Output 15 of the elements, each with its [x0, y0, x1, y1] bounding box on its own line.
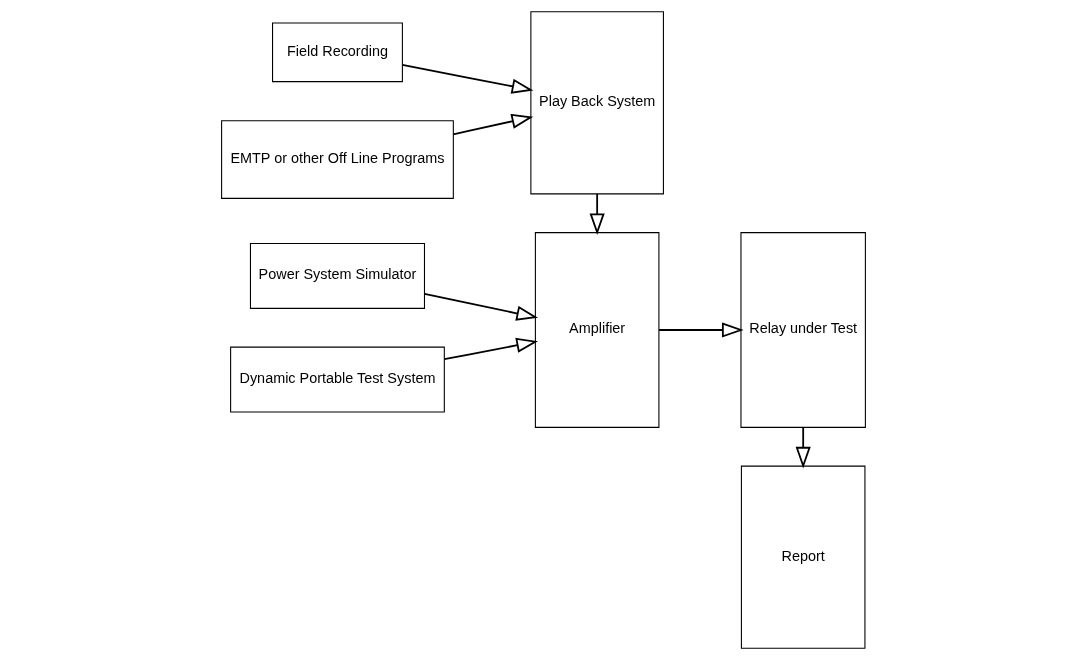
node-box: Power System Simulator: [249, 242, 426, 309]
node-box: Field Recording: [272, 22, 403, 83]
arrow: [401, 63, 534, 94]
node-box: Amplifier: [534, 232, 660, 428]
arrow: [658, 322, 744, 338]
arrow: [795, 426, 811, 469]
node-box: Dynamic Portable Test System: [230, 346, 445, 413]
node-box: Play Back System: [530, 11, 664, 195]
node-box: EMTP or other Off Line Programs: [221, 120, 454, 199]
arrow: [423, 293, 539, 321]
arrow: [443, 337, 538, 361]
arrow: [589, 193, 605, 236]
node-box: Report: [740, 465, 866, 649]
arrow: [452, 113, 534, 136]
node-box: Relay under Test: [740, 232, 866, 428]
